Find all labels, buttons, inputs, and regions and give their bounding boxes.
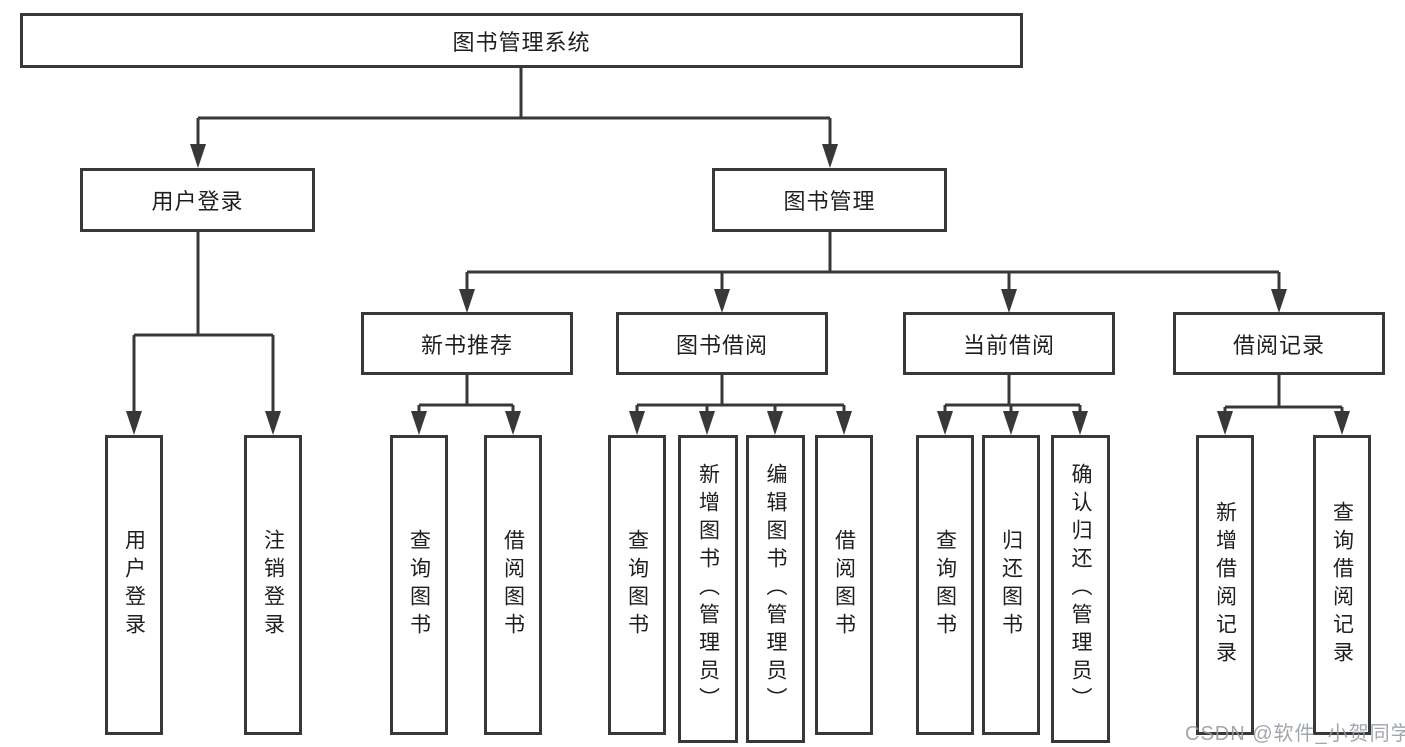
node-borrowing-records: 借阅记录 (1173, 312, 1385, 375)
node-borrowing-records-label: 借阅记录 (1232, 332, 1325, 358)
node-book-management: 图书管理 (712, 168, 947, 232)
node-root: 图书管理系统 (20, 13, 1023, 68)
leaf-borrowing-add-books: 新增图书（管理员） (678, 435, 738, 743)
leaf-current-confirm-return-label: 确认归还（管理员） (1069, 463, 1092, 715)
node-user-login-label: 用户登录 (151, 189, 244, 214)
leaf-current-confirm-return: 确认归还（管理员） (1051, 435, 1110, 743)
node-new-book-recommend-label: 新书推荐 (420, 332, 513, 358)
node-new-book-recommend: 新书推荐 (361, 312, 573, 375)
node-current-borrowing: 当前借阅 (903, 312, 1115, 375)
leaf-logout-label: 注销登录 (261, 529, 285, 641)
leaf-current-query-books: 查询图书 (916, 435, 974, 735)
node-user-login: 用户登录 (80, 168, 315, 232)
leaf-recommend-borrow-books-label: 借阅图书 (501, 529, 525, 641)
leaf-user-login: 用户登录 (105, 435, 163, 735)
leaf-borrowing-query-books: 查询图书 (608, 435, 666, 735)
node-book-management-label: 图书管理 (783, 189, 876, 214)
leaf-recommend-borrow-books: 借阅图书 (484, 435, 542, 735)
node-current-borrowing-label: 当前借阅 (962, 332, 1055, 358)
leaf-current-query-books-label: 查询图书 (933, 529, 957, 641)
node-book-borrowing: 图书借阅 (616, 312, 828, 375)
leaf-borrowing-edit-books: 编辑图书（管理员） (746, 435, 805, 743)
leaf-recommend-query-books-label: 查询图书 (407, 529, 431, 641)
node-book-borrowing-label: 图书借阅 (675, 332, 768, 358)
leaf-records-query-record-label: 查询借阅记录 (1330, 501, 1354, 669)
leaf-borrowing-add-books-label: 新增图书（管理员） (696, 463, 720, 715)
leaf-logout: 注销登录 (244, 435, 302, 735)
leaf-user-login-label: 用户登录 (122, 529, 146, 641)
leaf-borrowing-borrow-books-label: 借阅图书 (832, 529, 856, 641)
leaf-current-return-books: 归还图书 (982, 435, 1040, 735)
leaf-recommend-query-books: 查询图书 (390, 435, 448, 735)
leaf-records-add-record-label: 新增借阅记录 (1213, 501, 1237, 669)
leaf-records-add-record: 新增借阅记录 (1196, 435, 1254, 735)
leaf-records-query-record: 查询借阅记录 (1313, 435, 1371, 735)
leaf-borrowing-borrow-books: 借阅图书 (815, 435, 873, 735)
node-root-label: 图书管理系统 (452, 29, 591, 55)
leaf-borrowing-edit-books-label: 编辑图书（管理员） (764, 463, 787, 715)
leaf-current-return-books-label: 归还图书 (999, 529, 1023, 641)
leaf-borrowing-query-books-label: 查询图书 (625, 529, 649, 641)
csdn-watermark: CSDN @软件_小贺同学 (1185, 723, 1405, 745)
